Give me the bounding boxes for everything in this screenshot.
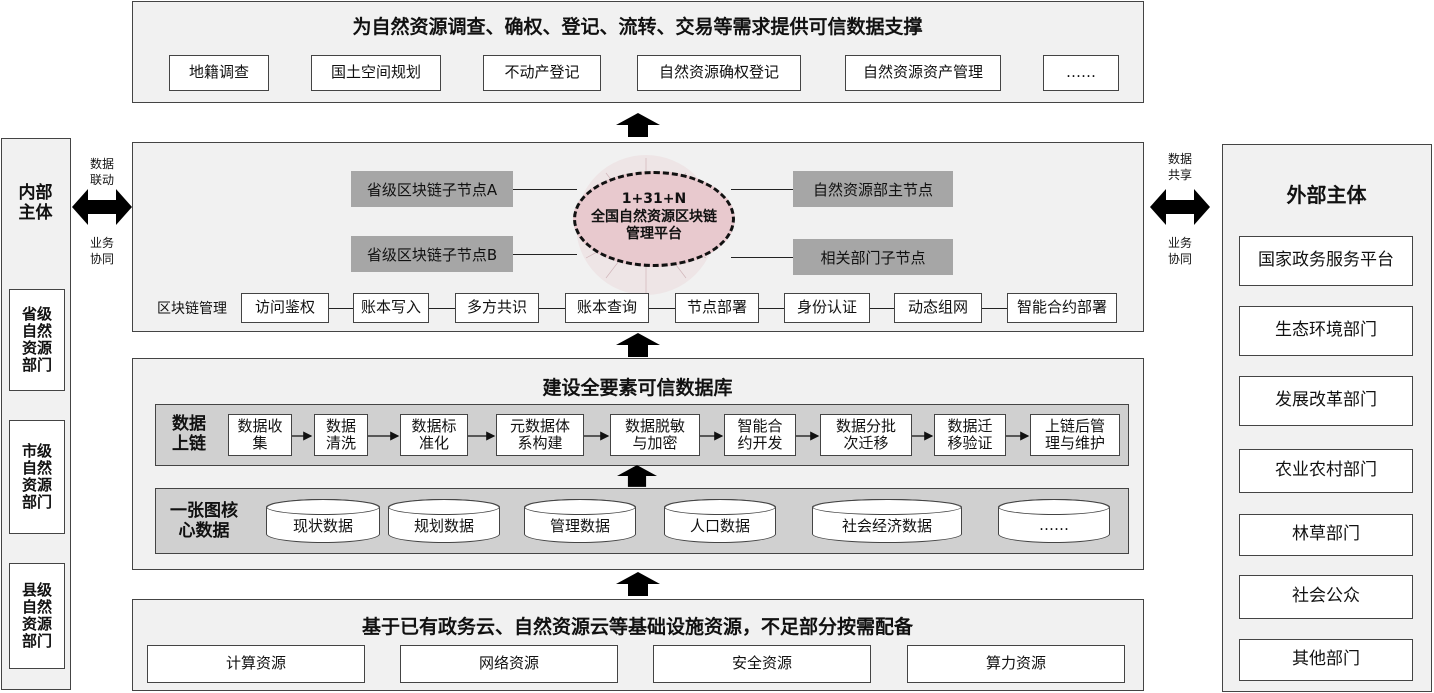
cylinder-label: 社会经济数据 [841,516,932,535]
up-arrow-icon [616,333,660,357]
bidirectional-arrow-icon [72,189,132,225]
cylinder-socioeconomic-data: 社会经济数据 [812,499,962,543]
external-development-dept: 发展改革部门 [1239,376,1413,426]
node-ministry-main: 自然资源部主节点 [793,171,953,207]
blockchain-panel: 1+31+N 全国自然资源区块链 管理平台 省级区块链子节点A 省级区块链子节点… [132,142,1144,332]
platform-name-line2: 全国自然资源区块链 [591,208,717,225]
up-arrow-icon [617,465,657,487]
resource-compute: 计算资源 [147,645,365,683]
cylinder-current-data: 现状数据 [266,499,380,543]
step-clean: 数据 清洗 [314,414,368,456]
left-arrow-bottom-label: 业务 协同 [89,236,114,266]
mgmt-node-deploy: 节点部署 [675,293,759,323]
external-gov-service-platform: 国家政务服务平台 [1239,236,1413,286]
right-arrow-top-label: 数据 共享 [1167,152,1192,182]
cylinder-label: 管理数据 [549,516,610,535]
step-collect: 数据收 集 [228,414,292,456]
step-standardize: 数据标 准化 [400,414,468,456]
top-panel-title: 为自然资源调查、确权、登记、流转、交易等需求提供可信数据支撑 [352,16,923,38]
connector-line [513,254,577,255]
cylinder-label: 现状数据 [292,516,353,535]
demand-item-spatial-planning: 国土空间规划 [311,55,441,91]
connector-line [731,189,793,190]
mgmt-smart-contract: 智能合约部署 [1007,293,1117,323]
resource-computing-power: 算力资源 [907,645,1125,683]
bidirectional-arrow-icon [1150,189,1210,225]
cylinder-label: 规划数据 [413,516,474,535]
cylinder-label: …… [1039,516,1069,534]
internal-county-dept: 县级 自然 资源 部门 [9,563,65,669]
external-subjects-title: 外部主体 [1286,183,1367,207]
up-arrow-icon [616,113,660,137]
mgmt-ledger-write: 账本写入 [353,293,429,323]
mgmt-consensus: 多方共识 [455,293,539,323]
external-ecology-dept: 生态环境部门 [1239,306,1413,356]
step-maintain: 上链后管 理与维护 [1030,414,1120,456]
mgmt-identity-auth: 身份认证 [784,293,870,323]
internal-subjects-panel: 内部 主体 省级 自然 资源 部门 市级 自然 资源 部门 县级 自然 资源 部… [1,138,71,690]
core-data-label: 一张图核 心数据 [170,501,238,542]
mgmt-dynamic-network: 动态组网 [894,293,982,323]
demand-item-asset-management: 自然资源资产管理 [845,55,1001,91]
database-panel: 建设全要素可信数据库 数据 上链 数据收 集 数据 清洗 数据标 准化 元数据体… [132,358,1144,570]
step-metadata: 元数据体 系构建 [496,414,584,456]
infrastructure-title: 基于已有政务云、自然资源云等基础设施资源，不足部分按需配备 [361,616,913,638]
cylinder-management-data: 管理数据 [524,499,636,543]
step-desensitize: 数据脱敏 与加密 [610,414,700,456]
resource-network: 网络资源 [400,645,618,683]
data-chain-label: 数据 上链 [172,414,206,455]
connector-line [731,257,793,258]
external-agriculture-dept: 农业农村部门 [1239,449,1413,493]
up-arrow-icon [616,572,660,596]
demand-item-rights-registration: 自然资源确权登记 [637,55,801,91]
step-batch-migrate: 数据分批 次迁移 [820,414,912,456]
platform-name-line3: 管理平台 [626,226,682,242]
demand-item-cadastral: 地籍调查 [169,55,269,91]
mgmt-access-auth: 访问鉴权 [241,293,329,323]
right-arrow-bottom-label: 业务 协同 [1167,236,1192,266]
flow-arrows [292,431,1030,441]
step-verify: 数据迁 移验证 [934,414,1006,456]
external-forestry-dept: 林草部门 [1239,514,1413,556]
left-arrow-top-label: 数据 联动 [89,157,114,187]
cylinder-label: 人口数据 [689,516,750,535]
blockchain-mgmt-label: 区块链管理 [157,301,227,317]
external-public: 社会公众 [1239,575,1413,619]
platform-name-line1: 1+31+N [621,191,687,207]
internal-municipal-dept: 市级 自然 资源 部门 [9,420,65,534]
platform-ellipse [573,171,735,267]
platform-name: 1+31+N 全国自然资源区块链 管理平台 [573,191,735,244]
node-provincial-b: 省级区块链子节点B [351,236,513,272]
top-demand-panel: 为自然资源调查、确权、登记、流转、交易等需求提供可信数据支撑 地籍调查 国土空间… [132,1,1144,103]
cylinder-more: …… [998,499,1110,543]
connector-line [513,189,577,190]
node-provincial-a: 省级区块链子节点A [351,171,513,207]
cylinder-planning-data: 规划数据 [388,499,500,543]
internal-provincial-dept: 省级 自然 资源 部门 [9,289,65,391]
node-related-dept: 相关部门子节点 [793,239,953,275]
infrastructure-panel: 基于已有政务云、自然资源云等基础设施资源，不足部分按需配备 计算资源 网络资源 … [132,599,1144,691]
mgmt-ledger-query: 账本查询 [565,293,649,323]
demand-item-more: …… [1043,55,1119,91]
resource-security: 安全资源 [653,645,871,683]
step-smart-contract: 智能合 约开发 [724,414,796,456]
data-chain-row: 数据 上链 数据收 集 数据 清洗 数据标 准化 元数据体 系构建 数据脱敏 与… [155,404,1129,466]
core-data-row: 一张图核 心数据 现状数据 规划数据 管理数据 人口数据 社会经济数据 …… [155,488,1129,554]
cylinder-population-data: 人口数据 [664,499,776,543]
external-other-dept: 其他部门 [1239,639,1413,681]
internal-subjects-title: 内部 主体 [18,183,53,224]
demand-item-real-estate: 不动产登记 [483,55,601,91]
database-panel-title: 建设全要素可信数据库 [542,377,733,399]
external-subjects-panel: 外部主体 国家政务服务平台 生态环境部门 发展改革部门 农业农村部门 林草部门 … [1222,144,1432,692]
